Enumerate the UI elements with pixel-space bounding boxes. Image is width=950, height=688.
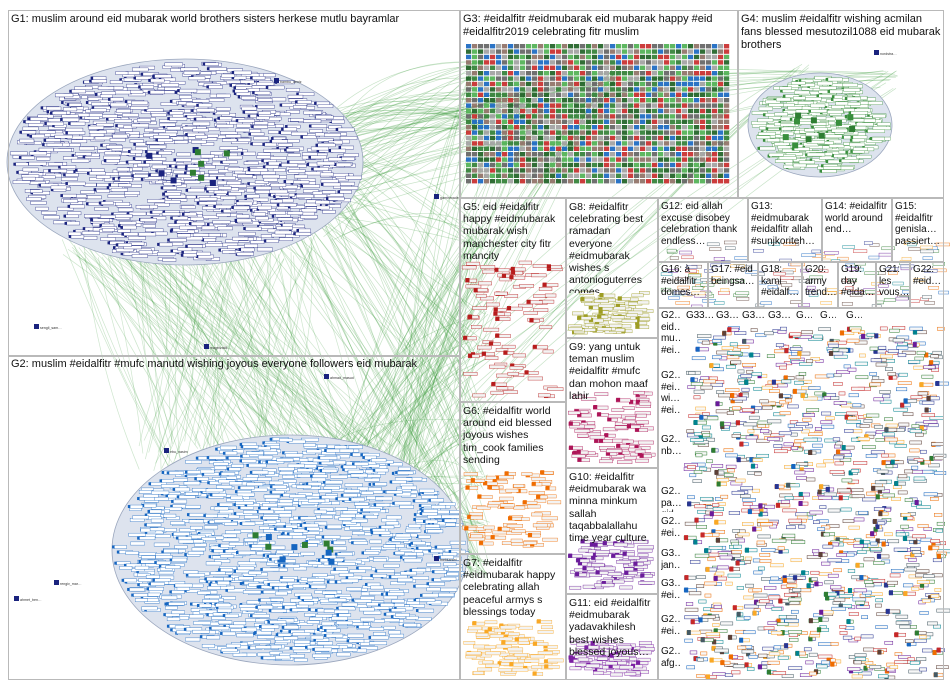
outlier-node: rengiv_mar…: [54, 580, 82, 586]
group-label-g19: G19: day #eida…: [841, 264, 875, 299]
small-group-cell: G2… pa… girl…: [661, 486, 681, 512]
group-label-g2: G2: muslim #eidalfitr #mufc manutd wishi…: [11, 358, 417, 370]
small-group-cell: G2… eid… mu… #ei…: [661, 310, 681, 356]
group-panel-g19: [838, 262, 876, 308]
small-group-cell: G2… nb…: [661, 434, 681, 457]
outlier-node: bambu_deniz: [274, 78, 302, 84]
outlier-node: gaminmade…: [434, 194, 463, 200]
group-label-g21: G21: les vous…: [879, 264, 909, 299]
group-panel-g1: [8, 10, 460, 356]
outlier-node: nordstra…: [874, 50, 897, 56]
group-label-g4: G4: muslim #eidalfitr wishing acmilan fa…: [741, 13, 941, 51]
small-group-cell: G2… #ei… wi… #ei…: [661, 370, 681, 416]
group-panel-g9: [566, 338, 658, 468]
group-label-g1: G1: muslim around eid mubarak world brot…: [11, 13, 400, 25]
group-label-g5: G5: eid #eidalfitr happy #eidmubarak mub…: [463, 201, 559, 262]
small-group-cell: G…: [846, 310, 862, 321]
small-group-cell: G2… #ei…: [661, 614, 681, 637]
group-panel-g22: [910, 262, 944, 308]
small-group-cell: G…: [820, 310, 836, 321]
group-label-g9: G9: yang untuk teman muslim #eidalfitr #…: [569, 341, 651, 402]
group-panel-g11: [566, 594, 658, 680]
group-label-g14: G14: #eidalfitr world around end…: [825, 201, 890, 236]
small-group-cell: G3…: [768, 310, 790, 321]
node-clusters: sengli_sam… magnivaldi… rengiv_mar… bambu_d…: [6, 44, 950, 680]
outlier-node: ahmet_ben…: [14, 596, 42, 602]
group-panel-g14: [822, 198, 892, 262]
group-panel-g5: [460, 198, 566, 402]
small-group-cell: G…: [796, 310, 812, 321]
group-panel-g8: [566, 198, 658, 338]
group-label-g10: G10: #eidalfitr #eidmubarak wa minna min…: [569, 471, 649, 544]
group-panel-g3: [460, 10, 738, 198]
group-label-g13: G13: #eidmubarak #eidalfitr allah #sunjk…: [751, 201, 816, 247]
group-panel-g13: [748, 198, 822, 262]
outlier-node: ahmad_masud: [324, 374, 354, 380]
small-groups-grid: [658, 308, 944, 680]
group-label-g7: G7: #eidalfitr #eidmubarak happy celebra…: [463, 557, 559, 618]
group-panel-g10: [566, 468, 658, 594]
group-label-g8: G8: #eidalfitr celebrating best ramadan …: [569, 201, 647, 293]
group-label-g12: G12: eid allah excuse disobey celebratio…: [661, 201, 740, 247]
outlier-node: mekkarani…: [434, 556, 461, 562]
small-group-cell: G3…: [716, 310, 738, 321]
group-label-g3: G3: #eidalfitr #eidmubarak eid mubarak h…: [463, 13, 716, 38]
group-label-g15: G15: #eidalfitr genisla… passiert…: [895, 201, 941, 247]
group-panel-g15: [892, 198, 944, 262]
group-panel-g4: [738, 10, 944, 198]
group-panel-g17: [708, 262, 758, 308]
small-group-cell: G3…: [742, 310, 764, 321]
group-panel-g6: [460, 402, 566, 554]
outlier-node: magnivaldi…: [204, 344, 231, 350]
outlier-node: ebu_nasim: [164, 448, 188, 454]
group-panel-g21: [876, 262, 910, 308]
outlier-node: sengli_sam…: [34, 324, 62, 330]
group-panel-g20: [802, 262, 838, 308]
group-label-g22: G22: #eid…: [913, 264, 941, 287]
group-panel-g2: [8, 356, 460, 680]
small-group-cell: G33…: [686, 310, 714, 321]
small-group-cell: G3… #ei…: [661, 578, 681, 601]
group-panel-g18: [758, 262, 802, 308]
small-group-cell: G2… afg…: [661, 646, 681, 669]
group-label-g6: G6: #eidalfitr world around eid blessed …: [463, 405, 555, 466]
group-label-g16: G16: à #eidalfitr domes…: [661, 264, 700, 299]
group-panel-g7: [460, 554, 566, 680]
group-label-g18: G18: kami #eidalf…: [761, 264, 799, 299]
group-label-g17: G17: #eid beingsa…: [711, 264, 756, 287]
small-group-cell: G2… #ei…: [661, 516, 681, 539]
group-panel-g12: [658, 198, 748, 262]
group-panel-g16: [658, 262, 708, 308]
group-label-g20: G20: army trend…: [805, 264, 837, 299]
group-label-g11: G11: eid #eidalfitr #eidmubarak yadavakh…: [569, 597, 654, 658]
small-group-cell: G3… jan…: [661, 548, 681, 571]
